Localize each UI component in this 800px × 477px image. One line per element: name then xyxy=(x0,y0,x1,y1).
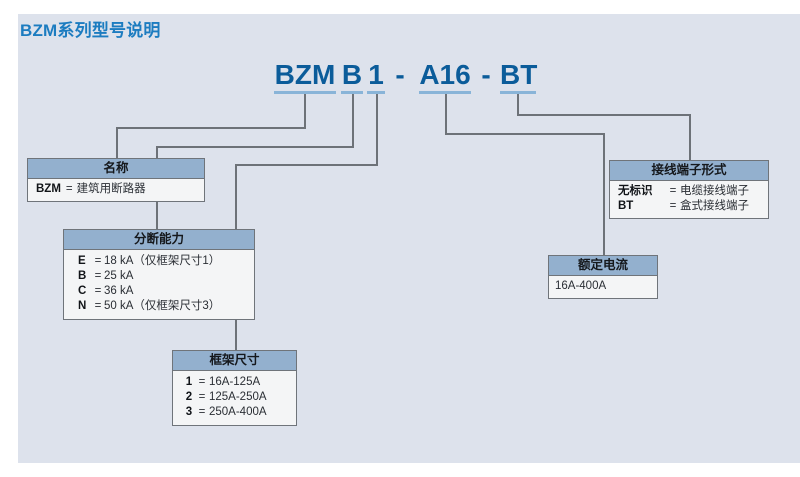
callout-box-terminal-type: 接线端子形式 无标识 = 电缆接线端子 BT = 盒式接线端子 xyxy=(609,160,769,219)
leader-breaking-horiz xyxy=(156,146,354,148)
row-value: 建筑用断路器 xyxy=(76,183,146,195)
row-key: B xyxy=(78,270,87,282)
row-value: 36 kA xyxy=(104,285,134,297)
box-header-frame-size: 框架尺寸 xyxy=(173,351,296,371)
box-body-rated-current: 16A-400A xyxy=(549,276,657,298)
code-underline-bzm xyxy=(274,91,336,94)
code-segment-bzm: BZM xyxy=(274,59,336,90)
leader-terminal-drop1 xyxy=(517,94,519,115)
code-separator-2: - xyxy=(481,59,491,90)
leader-terminal-horiz xyxy=(517,114,690,116)
row-value: 50 kA（仅框架尺寸3） xyxy=(104,300,221,312)
code-segment-terminal: BT xyxy=(500,59,538,90)
row-equals: = xyxy=(669,185,677,197)
row-key: 3 xyxy=(185,406,193,418)
leader-name-horiz xyxy=(116,127,306,129)
box-body-name: BZM = 建筑用断路器 xyxy=(28,179,204,201)
page-title: BZM系列型号说明 xyxy=(20,21,161,40)
box-header-breaking-capacity: 分断能力 xyxy=(64,230,254,250)
callout-box-frame-size: 框架尺寸 1 = 16A-125A 2 = 125A-250A 3 = 250A… xyxy=(172,350,297,426)
row-key: N xyxy=(78,300,87,312)
row-key: 2 xyxy=(185,391,193,403)
callout-box-breaking-capacity: 分断能力 E = 18 kA（仅框架尺寸1） B = 25 kA C = 36 … xyxy=(63,229,255,320)
row-value: 25 kA xyxy=(104,270,134,282)
row-key: BT xyxy=(618,200,634,212)
row-key: C xyxy=(78,285,87,297)
row-equals: = xyxy=(94,270,102,282)
table-row: BZM = 建筑用断路器 xyxy=(36,182,196,197)
row-equals: = xyxy=(669,200,677,212)
leader-terminal-drop2 xyxy=(689,114,691,161)
box-body-frame-size: 1 = 16A-125A 2 = 125A-250A 3 = 250A-400A xyxy=(173,371,296,425)
table-row: B = 25 kA xyxy=(64,269,254,284)
callout-box-rated-current: 额定电流 16A-400A xyxy=(548,255,658,299)
box-body-breaking-capacity: E = 18 kA（仅框架尺寸1） B = 25 kA C = 36 kA N … xyxy=(64,250,254,319)
row-key: E xyxy=(78,255,86,267)
row-value: 250A-400A xyxy=(209,406,267,418)
table-row: BT = 盒式接线端子 xyxy=(610,199,768,214)
row-value: 18 kA（仅框架尺寸1） xyxy=(104,255,221,267)
code-underline-current xyxy=(419,91,471,94)
code-segment-breaking: B xyxy=(341,59,363,90)
table-row: 2 = 125A-250A xyxy=(173,390,296,405)
row-equals: = xyxy=(94,300,102,312)
row-key: BZM xyxy=(36,183,61,195)
leader-current-drop2 xyxy=(603,133,605,256)
code-segment-frame: 1 xyxy=(368,59,384,90)
leader-current-horiz xyxy=(445,133,604,135)
row-key: 无标识 xyxy=(618,185,653,197)
leader-current-drop1 xyxy=(445,94,447,134)
table-row: E = 18 kA（仅框架尺寸1） xyxy=(64,254,254,269)
box-header-rated-current: 额定电流 xyxy=(549,256,657,276)
row-equals: = xyxy=(198,391,206,403)
model-code: BZM B 1 - A16 - BT xyxy=(0,60,800,100)
row-equals: = xyxy=(198,406,206,418)
code-separator-1: - xyxy=(395,59,405,90)
box-header-terminal-type: 接线端子形式 xyxy=(610,161,768,181)
table-row: 16A-400A xyxy=(555,279,651,294)
callout-box-name: 名称 BZM = 建筑用断路器 xyxy=(27,158,205,202)
row-value: 16A-400A xyxy=(555,280,607,292)
leader-name-drop2 xyxy=(116,127,118,159)
table-row: 1 = 16A-125A xyxy=(173,375,296,390)
leader-frame-horiz xyxy=(235,164,378,166)
row-equals: = xyxy=(94,285,102,297)
code-underline-frame xyxy=(367,91,385,94)
code-underline-terminal xyxy=(500,91,536,94)
table-row: 3 = 250A-400A xyxy=(173,405,296,420)
row-equals: = xyxy=(198,376,206,388)
box-body-terminal-type: 无标识 = 电缆接线端子 BT = 盒式接线端子 xyxy=(610,181,768,218)
row-key: 1 xyxy=(185,376,193,388)
leader-name-drop1 xyxy=(304,94,306,128)
code-underline-breaking xyxy=(341,91,363,94)
table-row: N = 50 kA（仅框架尺寸3） xyxy=(64,299,254,314)
row-value: 盒式接线端子 xyxy=(680,200,749,212)
table-row: C = 36 kA xyxy=(64,284,254,299)
row-equals: = xyxy=(94,255,102,267)
box-header-name: 名称 xyxy=(28,159,204,179)
leader-frame-drop1 xyxy=(376,94,378,165)
row-value: 电缆接线端子 xyxy=(680,185,749,197)
leader-breaking-drop1 xyxy=(352,94,354,147)
row-equals: = xyxy=(65,183,73,195)
table-row: 无标识 = 电缆接线端子 xyxy=(610,184,768,199)
code-segment-current: A16 xyxy=(419,59,471,90)
row-value: 16A-125A xyxy=(209,376,261,388)
row-value: 125A-250A xyxy=(209,391,267,403)
